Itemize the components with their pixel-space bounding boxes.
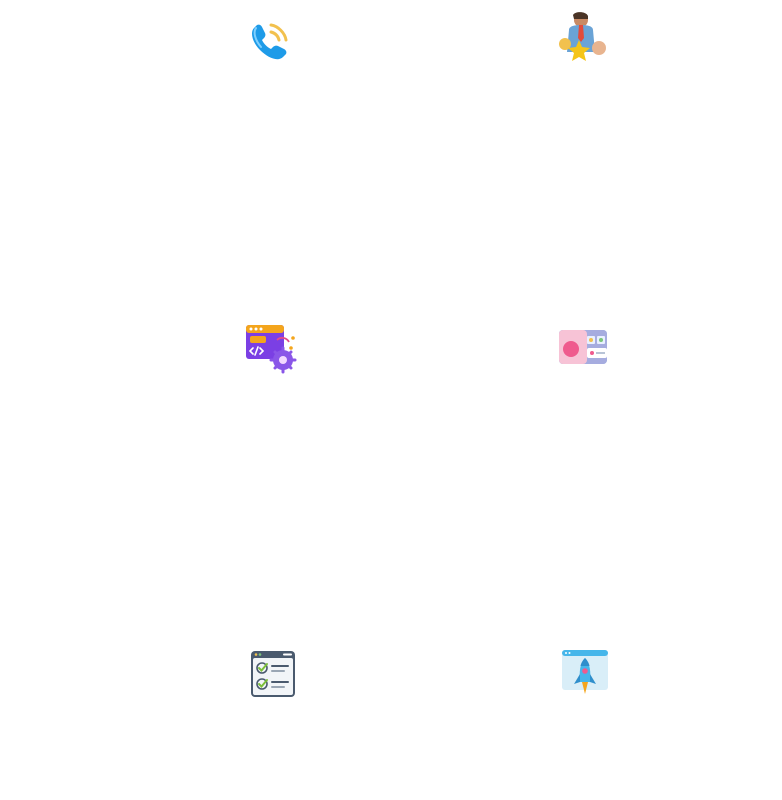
checklist-icon[interactable] <box>243 644 303 704</box>
rocket-launch-icon[interactable] <box>556 644 616 704</box>
phone-call-icon[interactable] <box>240 12 300 72</box>
employee-star-icon[interactable] <box>553 10 613 70</box>
web-development-icon[interactable] <box>241 320 301 380</box>
media-gallery-icon[interactable] <box>553 318 613 378</box>
